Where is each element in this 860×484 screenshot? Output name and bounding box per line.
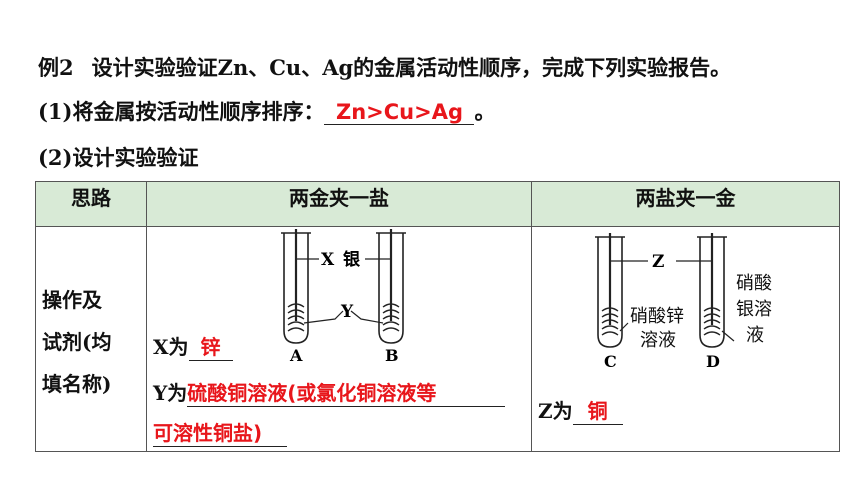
x-prefix: X为 bbox=[153, 335, 189, 359]
question-1-prefix: (1)将金属按活动性顺序排序： bbox=[38, 99, 325, 124]
solution-label-d-line: 硝酸 bbox=[736, 273, 772, 294]
table-header-row: 思路 两金夹一盐 两盐夹一金 bbox=[35, 181, 840, 227]
header-idea: 思路 bbox=[35, 181, 147, 227]
tube-label-d: D bbox=[706, 352, 720, 371]
solution-label-c: 硝酸锌 溶液 bbox=[630, 305, 684, 353]
y-answer-line: Y为硫酸铜溶液(或氯化铜溶液等 bbox=[153, 377, 506, 407]
y-answer-line1: 硫酸铜溶液(或氯化铜溶液等 bbox=[187, 377, 506, 407]
label-x: X bbox=[321, 250, 335, 270]
y-prefix: Y为 bbox=[153, 381, 188, 405]
solution-label-d: 硝酸 银溶 液 bbox=[736, 271, 772, 349]
tube-label-b: B bbox=[385, 346, 399, 365]
solution-coil-c bbox=[601, 307, 619, 336]
solution-coil-b bbox=[382, 303, 400, 332]
question-1-answer: Zn>Cu>Ag bbox=[324, 100, 475, 125]
row-label-line: 填名称) bbox=[42, 372, 112, 396]
solution-label-d-line: 液 bbox=[746, 325, 764, 346]
example-heading: 例2 设计实验验证Zn、Cu、Ag的金属活动性顺序，完成下列实验报告。 bbox=[38, 52, 731, 82]
tube-label-c: C bbox=[604, 352, 617, 371]
header-two-salts-one-metal: 两盐夹一金 bbox=[531, 181, 840, 227]
test-tubes-ab-diagram: X 银 Y A B bbox=[281, 229, 406, 365]
table-row-operation: 操作及 试剂(均 填名称) bbox=[35, 226, 840, 452]
two-metals-cell: X 银 Y A B X为锌 Y为硫酸铜溶液(或氯化铜溶液等 可溶性铜盐) bbox=[146, 226, 532, 452]
row-label: 操作及 试剂(均 填名称) bbox=[42, 279, 142, 405]
label-silver: 银 bbox=[343, 249, 361, 270]
solution-coil-a bbox=[287, 303, 305, 332]
question-1: (1)将金属按活动性顺序排序：Zn>Cu>Ag。 bbox=[38, 96, 495, 126]
two-salts-cell: Z C D 硝酸锌 溶液 硝酸 银溶 液 Z为铜 bbox=[531, 226, 840, 452]
example-question-text: 设计实验验证Zn、Cu、Ag的金属活动性顺序，完成下列实验报告。 bbox=[91, 55, 732, 80]
x-answer: 锌 bbox=[188, 331, 233, 361]
solution-label-c-line: 硝酸锌 bbox=[630, 306, 684, 327]
z-prefix: Z为 bbox=[538, 399, 573, 423]
x-answer-line: X为锌 bbox=[153, 331, 233, 361]
experiment-report-table: 思路 两金夹一盐 两盐夹一金 操作及 试剂(均 填名称) bbox=[35, 181, 840, 452]
z-answer-line: Z为铜 bbox=[538, 395, 623, 425]
y-answer-line2: 可溶性铜盐) bbox=[153, 417, 287, 447]
row-label-line: 操作及 bbox=[42, 288, 102, 312]
z-answer: 铜 bbox=[572, 395, 623, 425]
label-y: Y bbox=[340, 302, 354, 322]
row-label-cell: 操作及 试剂(均 填名称) bbox=[35, 226, 147, 452]
solution-coil-d bbox=[703, 307, 721, 336]
solution-label-c-line: 溶液 bbox=[640, 330, 676, 351]
solution-label-d-line: 银溶 bbox=[736, 299, 772, 320]
example-label: 例2 bbox=[38, 55, 74, 80]
header-two-metals-one-salt: 两金夹一盐 bbox=[146, 181, 532, 227]
label-z: Z bbox=[652, 252, 664, 272]
test-tubes-cd-diagram: Z C D bbox=[595, 233, 735, 371]
row-label-line: 试剂(均 bbox=[42, 330, 112, 354]
tube-label-a: A bbox=[289, 346, 303, 365]
question-2: (2)设计实验验证 bbox=[38, 145, 199, 170]
question-1-suffix: 。 bbox=[474, 99, 496, 124]
y-answer-continued: 可溶性铜盐) bbox=[153, 417, 287, 447]
